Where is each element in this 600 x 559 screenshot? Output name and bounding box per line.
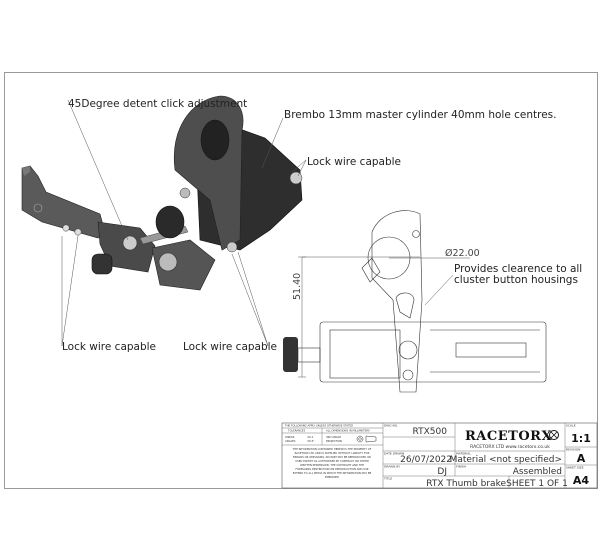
- finish-label: FINISH: [456, 465, 466, 469]
- disclaimer: THE INFORMATION CONTAINED HEREIN IS THE …: [293, 447, 372, 479]
- body-edges: [430, 329, 540, 373]
- annotation-lock-wire-left: Lock wire capable: [62, 341, 156, 353]
- lock-wire-bolt: [74, 228, 82, 236]
- revision: A: [577, 452, 586, 465]
- clearance-slot: [395, 292, 415, 319]
- pivot-housing: [329, 329, 401, 379]
- annotation-clearance-2: cluster button housings: [454, 274, 578, 286]
- drawing-title: RTX Thumb brake: [426, 479, 506, 489]
- projection-label-2: PROJECTION: [326, 439, 342, 443]
- front-boot: [155, 205, 185, 239]
- sheet-size: A4: [573, 474, 590, 487]
- title-label: TITLE: [383, 477, 392, 481]
- lever-tip: [22, 166, 30, 176]
- annotation-master-cylinder: Brembo 13mm master cylinder 40mm hole ce…: [284, 109, 557, 121]
- lock-wire-bolt: [289, 171, 303, 185]
- dwg-no-label: DWG NO.: [384, 424, 398, 428]
- angles-label: ANGLES: [285, 439, 296, 443]
- annotation-lock-wire-right: Lock wire capable: [183, 341, 277, 353]
- height-dimension: 51.40: [292, 273, 303, 300]
- clamp-bolt: [179, 187, 191, 199]
- disclaimer-line: THE INFORMATION CONTAINED HEREIN IS THE …: [293, 447, 372, 451]
- bolt-hole: [402, 369, 414, 381]
- isometric-view: [21, 95, 303, 291]
- date-drawn: 26/07/2022: [400, 455, 452, 465]
- clamp-lug: [361, 257, 381, 283]
- disclaimer-line: EMBODIED: [325, 475, 339, 479]
- disclaimer-line: EXTEND TO ALL MEDIA IN WHICH THE INFORMA…: [293, 471, 372, 475]
- pivot-bolt: [158, 252, 178, 272]
- adjuster-knob: [283, 337, 298, 372]
- logo-emblem-icon: [549, 430, 559, 440]
- pivot-bolt-outline: [398, 340, 418, 360]
- sheet-size-label: SHEET SIZE: [566, 466, 584, 470]
- lock-wire-bolt: [226, 241, 238, 253]
- body-outline: [319, 321, 547, 383]
- projection-symbol-icon: [356, 435, 377, 443]
- reservoir-window: [455, 342, 527, 358]
- scale-label: SCALE: [566, 424, 576, 428]
- linear-label: LINEAR: [285, 435, 295, 439]
- company-logo: RACETORX: [465, 429, 552, 444]
- annotation-detent: 45Degree detent click adjustment: [68, 98, 247, 110]
- projection-label: 3RD ANGLE: [326, 435, 341, 439]
- lock-wire-bolt: [62, 224, 70, 232]
- title-block: THE FOLLOWING APPLY UNLESS OTHERWISE STA…: [281, 422, 598, 489]
- tolerances-label: TOLERANCES: [288, 429, 306, 433]
- clamp-arm-outline: [371, 210, 423, 393]
- dimension-lines: [298, 256, 470, 378]
- angles-tolerance: ±0.5°: [307, 439, 315, 443]
- logo-emblem-icon: [33, 203, 43, 213]
- linear-tolerance: ±0.1: [307, 435, 314, 439]
- diameter-dimension: Ø22.00: [445, 248, 480, 259]
- material: Material <not specified>: [450, 455, 562, 465]
- general-note: THE FOLLOWING APPLY UNLESS OTHERWISE STA…: [285, 424, 353, 428]
- revision-label: REVISION: [566, 448, 580, 452]
- finish: Assembled: [513, 467, 562, 477]
- clamp-bore: [200, 119, 230, 161]
- title-block-grid: [282, 423, 597, 488]
- annotation-lock-wire-top: Lock wire capable: [307, 156, 401, 168]
- disclaimer-line: WRITTEN PERMISSION. THE COPYRIGHT AND TH…: [300, 463, 364, 467]
- disclaimer-line: FOREGOING RESTRICTION ON REPRODUCTION AN…: [295, 467, 368, 471]
- adjuster-knob: [91, 253, 113, 275]
- leader-lines: [61, 99, 454, 347]
- date-label: DATE DRAWN: [384, 452, 404, 456]
- material-label: MATERIAL: [456, 452, 471, 456]
- disclaimer-line: RACETORX LTD AND IS SUPPLIED WITHOUT LIA…: [295, 451, 370, 455]
- sheet-border: [4, 72, 598, 489]
- sheet-number: SHEET 1 OF 1: [506, 479, 568, 489]
- front-view: Ø22.00 51.40: [283, 210, 547, 393]
- title-block-frame: [281, 422, 598, 489]
- dwg-no: RTX500: [413, 427, 448, 437]
- units-note: ALL DIMENSIONS IN MILLIMETERS: [326, 429, 370, 433]
- lower-pivot: [151, 239, 216, 291]
- drawn-by: DJ: [437, 467, 447, 477]
- company-info: RACETORX LTD www.racetorx.co.uk: [470, 444, 550, 450]
- scale: 1:1: [571, 432, 591, 445]
- annotation-clearance-1: Provides clearence to all: [454, 263, 582, 275]
- adjuster-shaft: [297, 347, 321, 363]
- detent-adjuster: [122, 235, 138, 251]
- drawn-by-label: DRAWN BY: [384, 465, 400, 469]
- disclaimer-line: ERRORS OR OMISSIONS. NO PART MAY BE REPR…: [293, 455, 371, 459]
- bolt-hole: [412, 230, 420, 238]
- disclaimer-line: USED EXCEPT AS AUTHORISED BY CONTRACT OR…: [295, 459, 369, 463]
